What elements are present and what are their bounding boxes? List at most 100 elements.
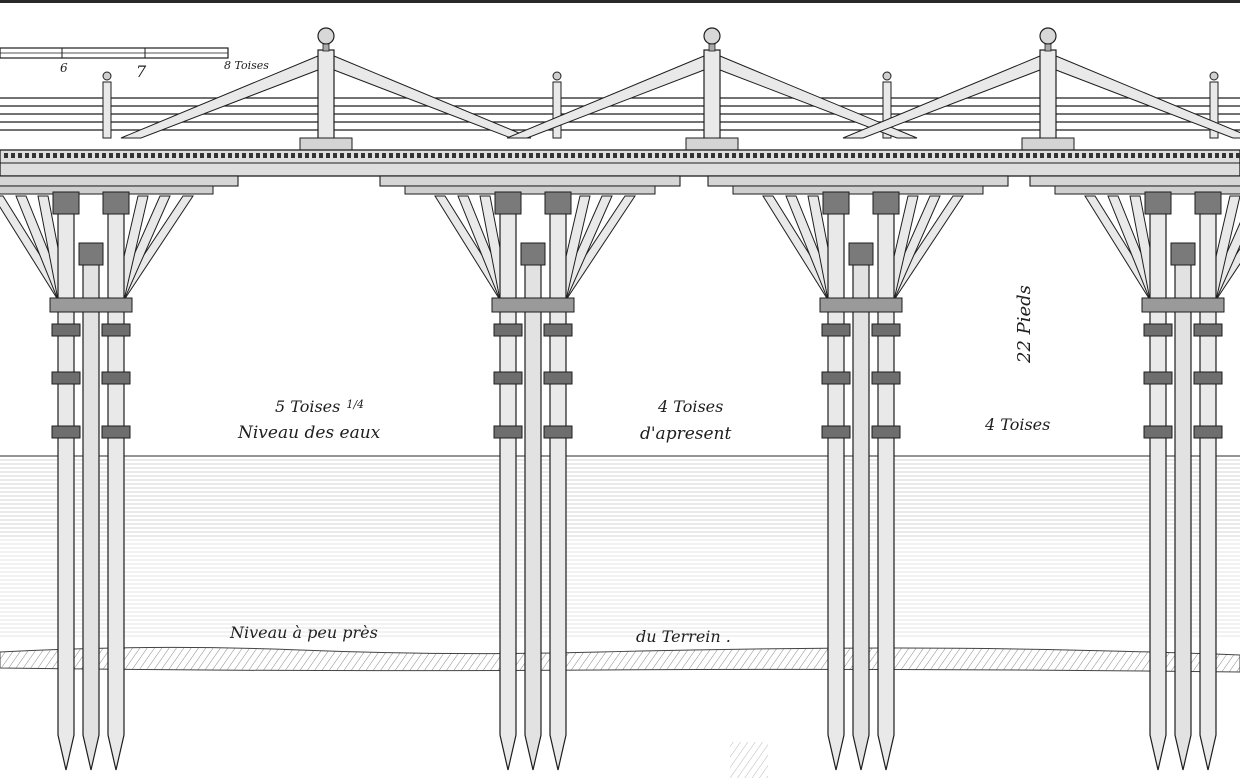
deck-joist-end [900,153,904,158]
deck-joist-end [956,153,960,158]
pier-cross-beam [49,297,133,313]
deck-joist-end [774,153,778,158]
pier-cap-beam [379,175,681,187]
deck-joist-end [1131,153,1135,158]
deck-joist-end [1096,153,1100,158]
pier-pile-cap [102,191,130,215]
height-label: 22 Pieds [1014,285,1035,364]
deck-joist-end [676,153,680,158]
deck-joist-end [809,153,813,158]
deck-joist-end [417,153,421,158]
deck-joist-end [704,153,708,158]
truss-brace-left [506,55,705,139]
truss-finial [1039,27,1057,45]
deck-joist-end [865,153,869,158]
deck-joist-end [235,153,239,158]
pier-iron-band [101,425,131,439]
deck-joist-end [249,153,253,158]
deck-joist-end [1019,153,1023,158]
deck-joist-end [382,153,386,158]
deck-joist-end [802,153,806,158]
deck-joist-end [879,153,883,158]
pier-iron-band [493,425,523,439]
deck-joist-end [1033,153,1037,158]
deck-joist-end [368,153,372,158]
pier-iron-band [1193,371,1223,385]
pier-pile [827,209,845,771]
deck-joist-end [1138,153,1142,158]
deck-joist-end [795,153,799,158]
truss-finial-neck [1044,43,1052,52]
deck-joist-end [1201,153,1205,158]
pier-cap-beam-lower [404,185,656,195]
deck-joist-end [1082,153,1086,158]
pier-pile-cap [1194,191,1222,215]
deck-joist-end [1187,153,1191,158]
deck-joist-end [781,153,785,158]
deck-joist-end [984,153,988,158]
deck-joist-end [886,153,890,158]
deck-joist-end [438,153,442,158]
pier-1 [0,175,239,771]
deck-joist-end [81,153,85,158]
deck-joist-end [123,153,127,158]
ground-hatching [0,646,1240,673]
deck-joist-end [732,153,736,158]
deck-joist-end [1068,153,1072,158]
deck-joist-end [1194,153,1198,158]
pier-iron-band [1143,425,1173,439]
deck-joist-end [1229,153,1233,158]
pier-pile-cap [52,191,80,215]
deck-joist-end [354,153,358,158]
deck-joist-end [648,153,652,158]
deck-joist-end [431,153,435,158]
deck-joist-end [459,153,463,158]
deck-joist-end [1173,153,1177,158]
deck-joist-end [564,153,568,158]
pier-pile-cap [544,191,572,215]
deck-joist-end [88,153,92,158]
deck-joist-end [494,153,498,158]
pier-middle-pile-cap [78,242,104,266]
deck-joist-end [172,153,176,158]
water-level-label-2: d'apresent [640,424,731,444]
pier-iron-band [493,371,523,385]
deck-joist-end [333,153,337,158]
pier-iron-band [543,371,573,385]
deck-joist-end [970,153,974,158]
truss-finial-neck [708,43,716,52]
deck-joist-end [396,153,400,158]
deck-joist-end [711,153,715,158]
deck-joist-end [347,153,351,158]
deck-joist-end [991,153,995,158]
pier-cross-beam [819,297,903,313]
pier-pile [499,209,517,771]
pier-middle-pile-cap [520,242,546,266]
deck-joist-end [11,153,15,158]
deck-joist-end [1103,153,1107,158]
truss-king-post [317,49,335,141]
deck-joist-end [39,153,43,158]
deck-joist-end [725,153,729,158]
deck-joist-end [585,153,589,158]
truss-brace-right [333,55,532,139]
pier-pile [57,209,75,771]
deck-joist-end [375,153,379,158]
pier-iron-band [871,371,901,385]
deck-joist-end [963,153,967,158]
water-level-label: Niveau des eaux [237,423,381,443]
deck-joist-end [1089,153,1093,158]
pier-cap-beam [707,175,1009,187]
deck-joist-end [1075,153,1079,158]
deck-joist-end [1054,153,1058,158]
pier-cross-beam [1141,297,1225,313]
pier-cap-beam-lower [1054,185,1240,195]
deck-joist-end [480,153,484,158]
pier-cap-beam [0,175,239,187]
deck-joist-end [305,153,309,158]
scale-bar: 6 7 8 Toises [0,47,269,81]
deck-joist-end [228,153,232,158]
deck-joist-end [592,153,596,158]
pier-3 [707,175,1009,771]
